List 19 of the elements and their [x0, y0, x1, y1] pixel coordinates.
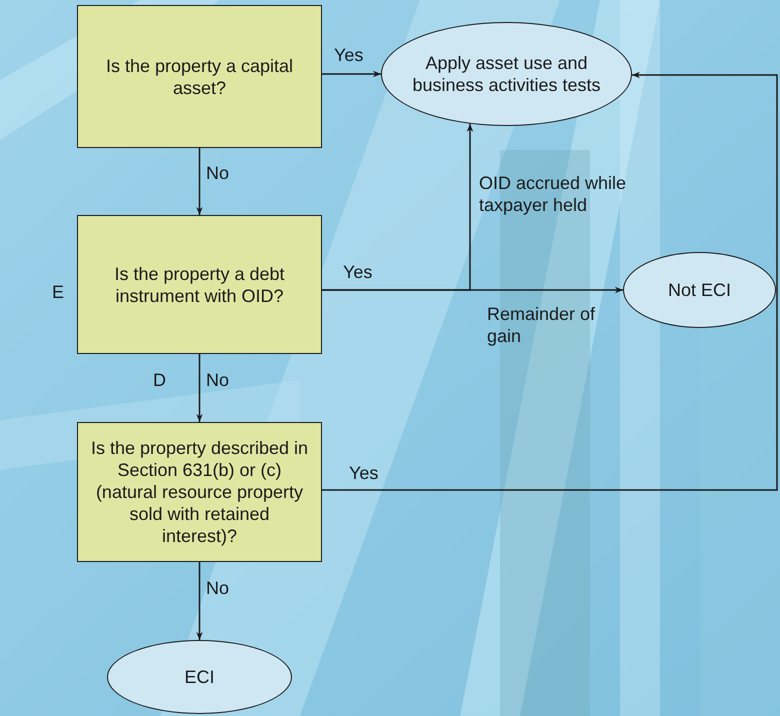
edge-label: Yes [334, 44, 364, 66]
callout-label: D [153, 369, 166, 391]
arrow [196, 148, 203, 215]
arrow [322, 124, 474, 291]
edge-label: OID accrued while taxpayer held [479, 172, 628, 216]
arrow [196, 354, 203, 422]
decision-box: Is the property a capital asset? [77, 5, 322, 148]
decision-box: Is the property described in Section 631(b) or (c) (natural resource property sold with retained interest)? [77, 422, 322, 562]
callout-label: E [52, 281, 64, 303]
edge-label: No [206, 577, 230, 599]
edge-label: No [206, 162, 230, 184]
arrow [322, 72, 778, 491]
edge-label: Remainder of gain [487, 303, 596, 347]
edge-label: Yes [349, 462, 380, 484]
decision-box: Is the property a debt instrument with OID? [77, 215, 322, 354]
callout-label: Yes [343, 261, 372, 283]
arrow [196, 562, 203, 640]
arrow [322, 70, 381, 78]
edge-label: No [206, 369, 230, 391]
